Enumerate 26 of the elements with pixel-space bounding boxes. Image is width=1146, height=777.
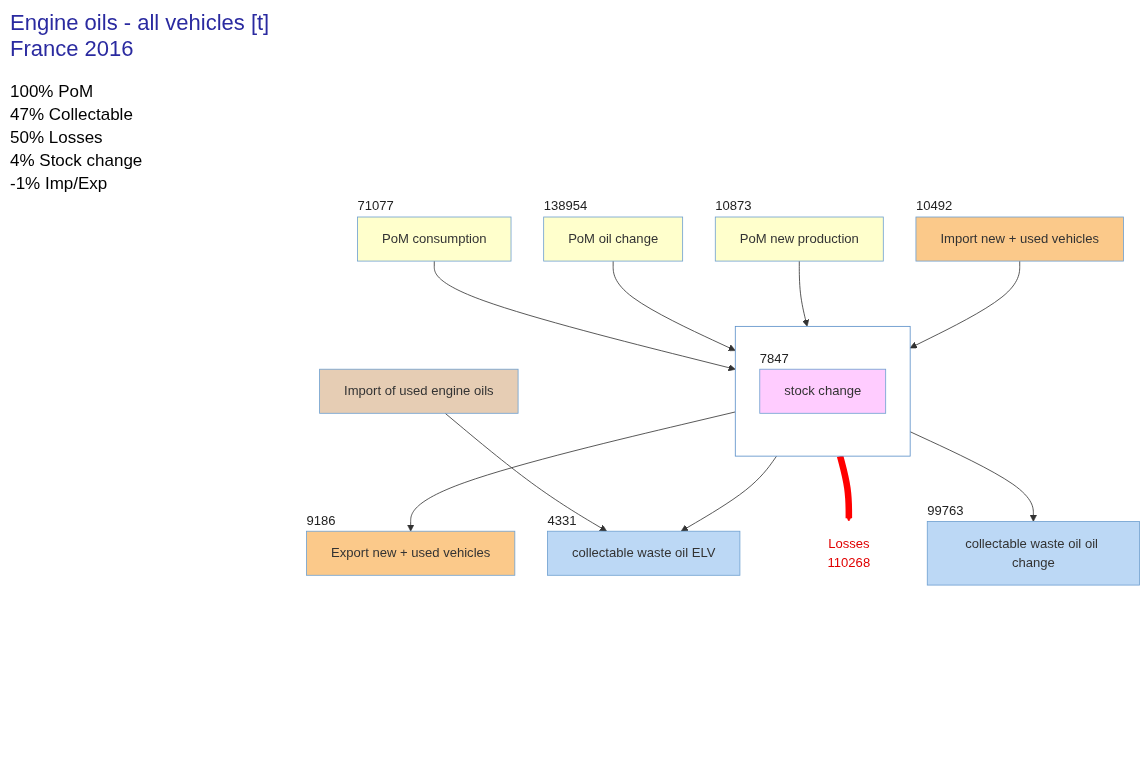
quantity-value: 9186	[306, 512, 336, 528]
share-note: 4% Stock change	[10, 151, 144, 171]
node-box: collectable waste oil oil change	[926, 520, 1140, 586]
quantity-value: 10873	[715, 198, 752, 214]
cluster	[734, 325, 911, 457]
node-box: PoM consumption	[357, 216, 512, 262]
quantity-value: 7847	[759, 350, 789, 366]
quantity-value: 99763	[927, 502, 964, 518]
share-note: -1% Imp/Exp	[10, 174, 109, 194]
node-box: Import of used engine oils	[319, 368, 519, 414]
share-note: 100% PoM	[10, 82, 95, 102]
node-box: stock change	[759, 368, 887, 414]
node-box: PoM new production	[714, 216, 884, 262]
quantity-value: 4331	[547, 512, 577, 528]
node-box: Import new + used vehicles	[915, 216, 1124, 262]
node-box: PoM oil change	[543, 216, 684, 262]
quantity-value: 71077	[357, 198, 394, 214]
share-note: 50% Losses	[10, 128, 104, 148]
node-box: Export new + used vehicles	[306, 530, 516, 576]
arrow	[836, 454, 853, 522]
node-box: collectable waste oil ELV	[547, 530, 741, 576]
node-text: Losses 110268	[827, 535, 871, 570]
quantity-value: 138954	[543, 198, 588, 214]
diagram-title: Engine oils - all vehicles [t] France 2016	[10, 10, 271, 62]
quantity-value: 10492	[915, 198, 953, 214]
share-note: 47% Collectable	[10, 105, 134, 125]
